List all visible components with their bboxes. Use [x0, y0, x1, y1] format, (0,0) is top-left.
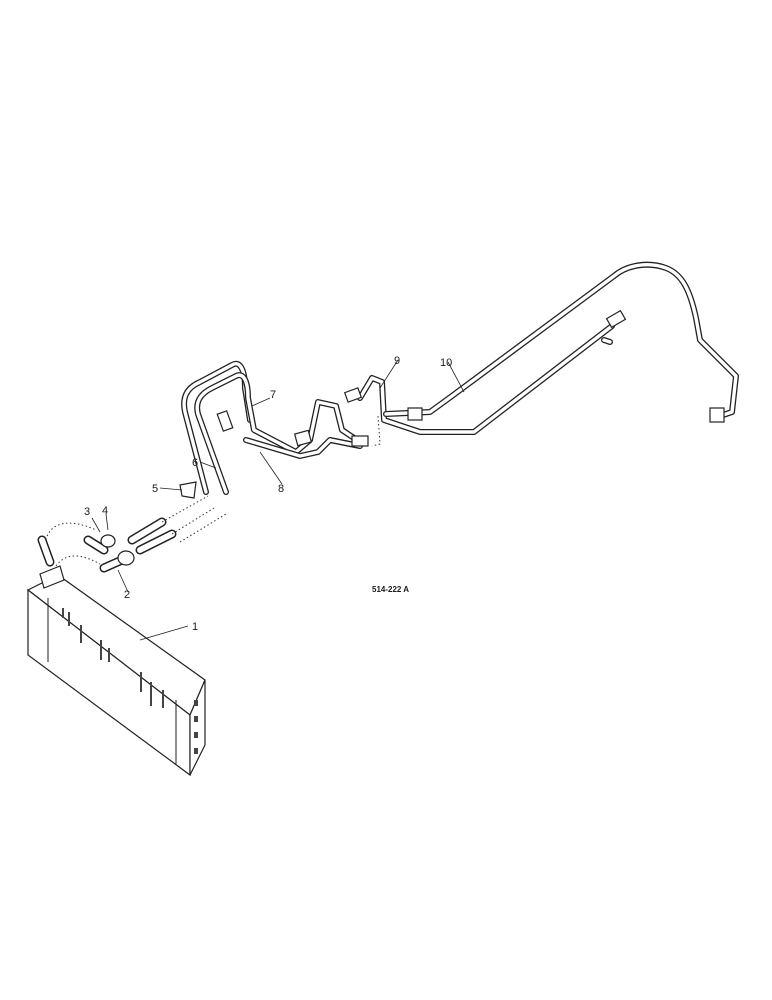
- callout-6: 6: [192, 457, 198, 469]
- reference-code: 514-222 A: [372, 585, 409, 594]
- callout-9: 9: [394, 355, 400, 367]
- oil-lines: [181, 261, 739, 495]
- callout-8: 8: [278, 483, 284, 495]
- assembly-lines: [45, 415, 381, 567]
- leader-lines: [91, 359, 465, 641]
- callout-7: 7: [270, 389, 276, 401]
- callouts: 1 2 3 4 5 6 7 8 9 10: [84, 355, 452, 633]
- oil-cooler: [26, 565, 206, 777]
- fittings: [216, 309, 725, 447]
- hoses: [37, 481, 197, 573]
- callout-10: 10: [440, 357, 452, 369]
- callout-3: 3: [84, 506, 90, 518]
- callout-5: 5: [152, 483, 158, 495]
- callout-4: 4: [102, 505, 108, 517]
- callout-1: 1: [192, 621, 198, 633]
- callout-2: 2: [124, 589, 130, 601]
